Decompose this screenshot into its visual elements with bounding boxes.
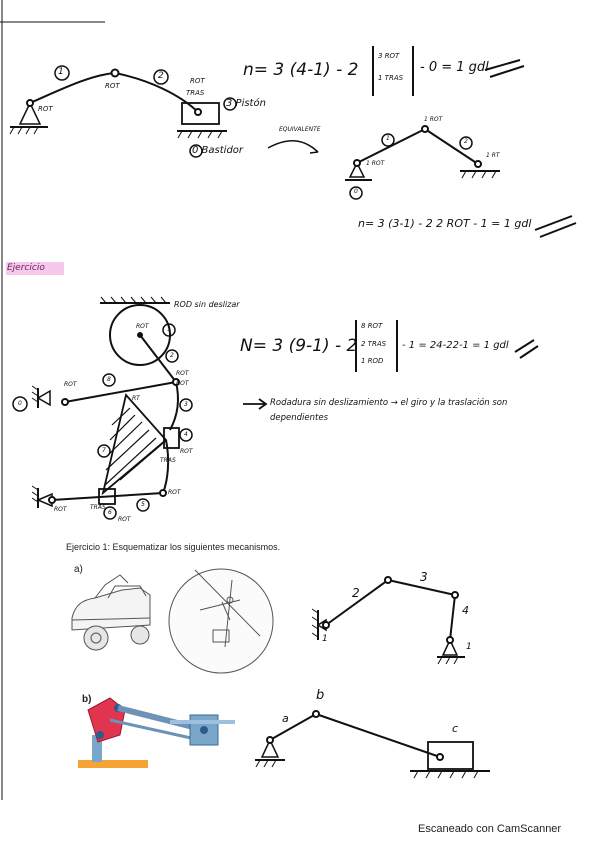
- link-number: 2: [158, 71, 164, 81]
- equation-suffix: - 0 = 1 gdl: [420, 60, 489, 75]
- slider-crank-sketch: [9, 65, 237, 158]
- rolling-contact-label: ROD sin deslizar: [174, 300, 240, 309]
- equation-prefix: n= 3 (4-1) - 2: [243, 60, 359, 80]
- link-number: 3: [184, 401, 188, 408]
- equation-bars: [372, 46, 525, 96]
- note-text: Rodadura sin deslizamiento → el giro y l…: [270, 398, 508, 408]
- joint-label: 1 ROT: [424, 116, 443, 123]
- joint-label: ROT: [105, 82, 120, 90]
- equation-line: 1 TRAS: [378, 74, 404, 82]
- joint-label: ROT: [64, 381, 77, 388]
- scanner-footer: Escaneado con CamScanner: [418, 823, 562, 835]
- joint-label: ROT: [38, 105, 53, 113]
- equation-line: 2 TRAS: [361, 340, 387, 348]
- equation-prefix: N= 3 (9-1) - 2: [240, 336, 358, 356]
- link-number: 1: [322, 634, 328, 644]
- link-number: 2: [170, 352, 174, 359]
- equation-suffix: - 1 = 24-22-1 = 1 gdl: [402, 340, 509, 351]
- exercise-title: Ejercicio 1: Esquematizar los siguientes…: [66, 542, 281, 552]
- ground-number: 0: [18, 400, 22, 407]
- link-number: 4: [462, 604, 469, 617]
- hood-closeup-illustration: [168, 568, 274, 674]
- link-number: 1: [386, 135, 390, 142]
- ejercicio-highlight: [6, 262, 64, 275]
- link-number: 6: [108, 509, 112, 516]
- piston-label: 3 Pistón: [226, 98, 266, 109]
- sketch-a-mechanism: [311, 576, 465, 665]
- link-number: 2: [352, 586, 360, 600]
- link-number: 2: [464, 138, 468, 145]
- mechanism-b-illustration: [78, 697, 235, 768]
- joint-label: ROT: [176, 380, 189, 387]
- equation-line: 3 ROT: [378, 52, 400, 60]
- equation2-strike: [534, 215, 577, 238]
- equation-bars-mid: [355, 320, 539, 372]
- equivalent-arrow: [267, 140, 319, 154]
- joint-label: TRAS: [90, 504, 106, 511]
- complex-mechanism-sketch: [12, 296, 193, 520]
- subpart-label-a: a): [74, 564, 83, 575]
- ground-number: 0: [354, 188, 358, 195]
- joint-label: TRAS: [160, 457, 176, 464]
- ejercicio-header: Ejercicio: [7, 263, 45, 273]
- link-number: 4: [184, 431, 188, 438]
- note-arrow: [243, 398, 268, 410]
- joint-label: 1 ROT: [366, 160, 385, 167]
- joint-label: ROT: [168, 489, 181, 496]
- equivalent-label: EQUIVALENTE: [279, 126, 321, 133]
- link-number: 1: [58, 67, 64, 77]
- joint-letter: c: [452, 722, 459, 735]
- equivalent-sketch: [345, 125, 500, 200]
- link-number: 5: [141, 501, 145, 508]
- car-illustration: [71, 574, 151, 651]
- subpart-label-b: b): [82, 694, 92, 705]
- note-text: dependientes: [270, 413, 329, 423]
- link-number: 8: [107, 376, 111, 383]
- joint-label: ROT: [54, 506, 67, 513]
- joint-label: TRAS: [186, 89, 205, 97]
- joint-label: ROT: [118, 516, 131, 523]
- sketch-b-mechanism: [255, 710, 490, 779]
- frame-label: 0 Bastidor: [192, 145, 244, 156]
- joint-label: ROT: [136, 323, 149, 330]
- joint-label: 1 RT: [486, 152, 500, 159]
- joint-label: RT: [132, 395, 140, 402]
- equation2: n= 3 (3-1) - 2 2 ROT - 1 = 1 gdl: [358, 217, 532, 230]
- joint-letter: a: [282, 712, 289, 725]
- equation-line: 8 ROT: [361, 322, 383, 330]
- joint-label: ROT: [176, 370, 189, 377]
- link-number: 1: [167, 326, 171, 333]
- joint-label: ROT: [180, 448, 193, 455]
- link-number: 7: [102, 447, 106, 454]
- joint-label: ROT: [190, 77, 205, 85]
- link-number: 1: [466, 642, 472, 652]
- equation-line: 1 ROD: [361, 357, 384, 365]
- link-number: 3: [420, 570, 428, 584]
- joint-letter: b: [316, 688, 325, 703]
